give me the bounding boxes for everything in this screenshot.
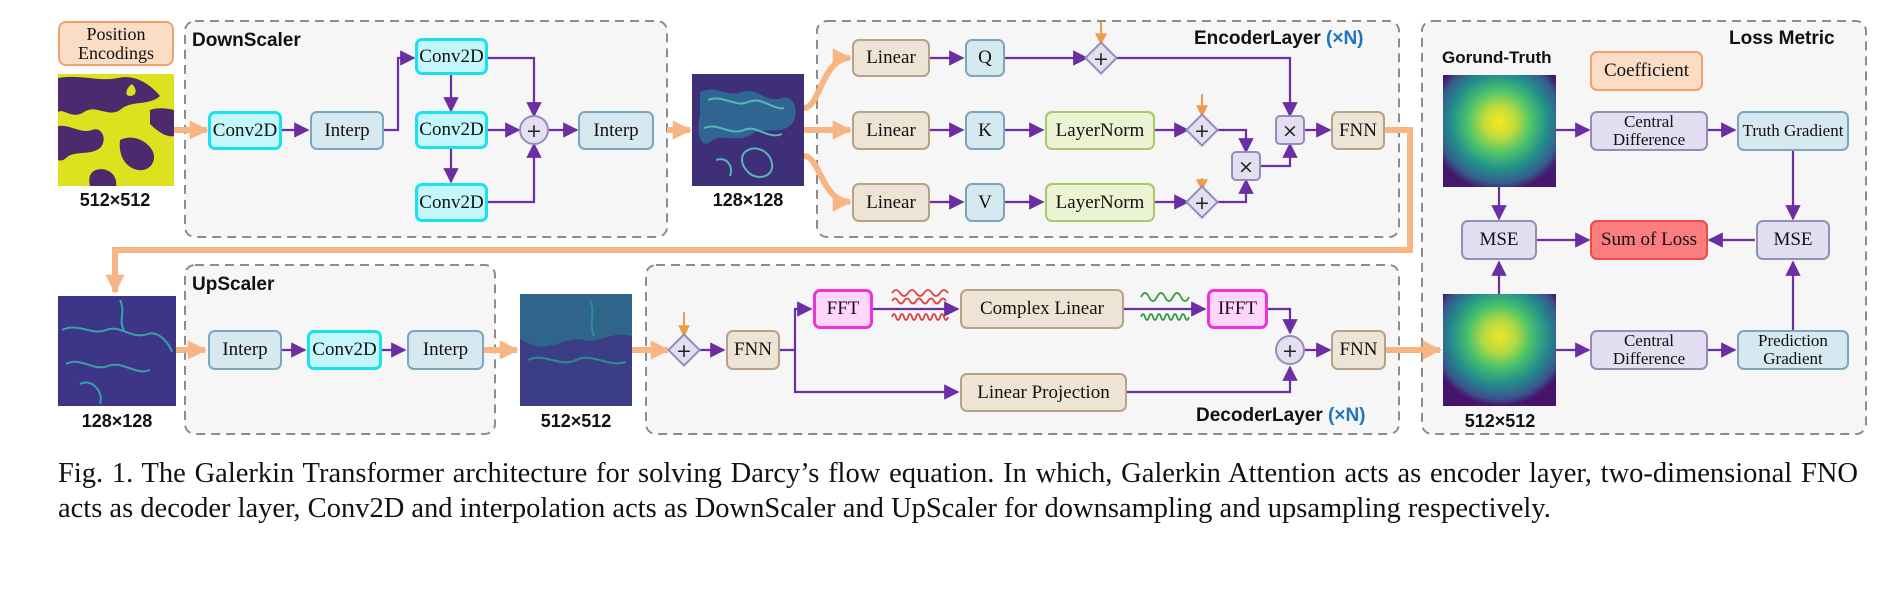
ds-add-symbol: +: [526, 120, 542, 142]
position-encodings-label: Position Encodings: [78, 23, 154, 63]
ds-conv2d-top: Conv2D: [415, 38, 488, 75]
enc-layernorm-v: LayerNorm: [1045, 183, 1155, 222]
dec-add-op-in: [667, 333, 701, 367]
decoder-input-image: [520, 294, 632, 406]
enc-mul-op-out: [1275, 115, 1305, 145]
position-encodings-box: Position Encodings: [58, 21, 174, 66]
enc-fnn: FNN: [1331, 111, 1385, 150]
enc-linear-q: Linear: [852, 39, 930, 77]
enc-k: K: [965, 111, 1005, 150]
enc-add-symbol-v: +: [1194, 192, 1210, 214]
upscaler-input-size-label: 128×128: [81, 411, 153, 431]
enc-v: V: [965, 183, 1005, 222]
mse-left: MSE: [1461, 220, 1537, 260]
ds-conv2d-mid: Conv2D: [415, 111, 488, 149]
sum-of-loss: Sum of Loss: [1590, 220, 1708, 260]
coefficient-box: Coefficient: [1590, 51, 1703, 91]
mse-right: MSE: [1756, 220, 1830, 260]
prediction-size-label: 512×512: [1464, 411, 1536, 431]
enc-mul-op-kv: [1231, 151, 1261, 181]
enc-q: Q: [965, 39, 1005, 77]
decoder-input-size-label: 512×512: [540, 411, 612, 431]
position-injection-arrows: [678, 22, 1208, 338]
dec-add-symbol-out: +: [1282, 340, 1298, 362]
decoder-layer-title: DecoderLayer (×N): [1196, 405, 1366, 427]
ds-interp-1: Interp: [310, 111, 384, 150]
enc-add-op-v: [1185, 185, 1219, 219]
encoder-input-size-label: 128×128: [712, 190, 784, 210]
dec-add-op-out: [1275, 335, 1305, 365]
dataflow-arrows: [282, 50, 1801, 400]
enc-mul-symbol-out: ×: [1282, 120, 1298, 142]
input-field-image: [58, 74, 174, 186]
enc-add-op-q: [1084, 41, 1118, 75]
decoder-layer-name: DecoderLayer: [1196, 405, 1323, 426]
truth-gradient: Truth Gradient: [1737, 111, 1849, 151]
prediction-gradient: Prediction Gradient: [1737, 330, 1849, 370]
figure-caption: Fig. 1. The Galerkin Transformer archite…: [58, 458, 1858, 524]
enc-mul-symbol-kv: ×: [1238, 156, 1254, 178]
encoder-input-image: [692, 74, 804, 186]
dec-fnn-in: FNN: [726, 330, 780, 370]
enc-layernorm-k: LayerNorm: [1045, 111, 1155, 150]
encoder-repeat-label: (×N): [1326, 28, 1364, 49]
dec-fft: FFT: [813, 289, 873, 329]
ds-interp-2: Interp: [578, 111, 654, 150]
us-interp-1: Interp: [208, 330, 282, 370]
ds-add-op: [519, 115, 549, 145]
upscaler-title: UpScaler: [192, 274, 275, 295]
encoder-layer-name: EncoderLayer: [1194, 28, 1321, 49]
enc-linear-k: Linear: [852, 111, 930, 150]
decoder-repeat-label: (×N): [1328, 405, 1366, 426]
us-interp-2: Interp: [407, 330, 484, 370]
downscaler-title: DownScaler: [192, 30, 301, 51]
dec-fnn-out: FNN: [1331, 330, 1386, 370]
central-difference-truth: Central Difference: [1590, 111, 1708, 151]
dec-linear-projection: Linear Projection: [960, 373, 1127, 412]
enc-add-op-k: [1185, 113, 1219, 147]
ground-truth-title: Gorund-Truth: [1442, 48, 1552, 67]
loss-metric-title: Loss Metric: [1729, 28, 1835, 49]
us-conv2d: Conv2D: [307, 330, 382, 370]
upscaler-input-image: [58, 296, 176, 406]
fourier-spectrum-waves: [891, 289, 1190, 321]
central-difference-pred: Central Difference: [1590, 330, 1708, 370]
ds-conv2d-in: Conv2D: [208, 111, 282, 150]
main-flow-arrows: [105, 48, 1442, 360]
enc-add-symbol-k: +: [1194, 120, 1210, 142]
prediction-heatmap: [1443, 294, 1556, 406]
dec-complex-linear: Complex Linear: [960, 289, 1124, 329]
ds-conv2d-bot: Conv2D: [415, 183, 488, 222]
enc-add-symbol-q: +: [1093, 48, 1109, 70]
input-size-label: 512×512: [79, 190, 151, 210]
encoder-layer-title: EncoderLayer (×N): [1194, 28, 1364, 50]
dec-add-symbol-in: +: [676, 340, 692, 362]
dec-ifft: IFFT: [1207, 289, 1268, 329]
ground-truth-heatmap: [1443, 75, 1556, 187]
enc-linear-v: Linear: [852, 183, 930, 222]
